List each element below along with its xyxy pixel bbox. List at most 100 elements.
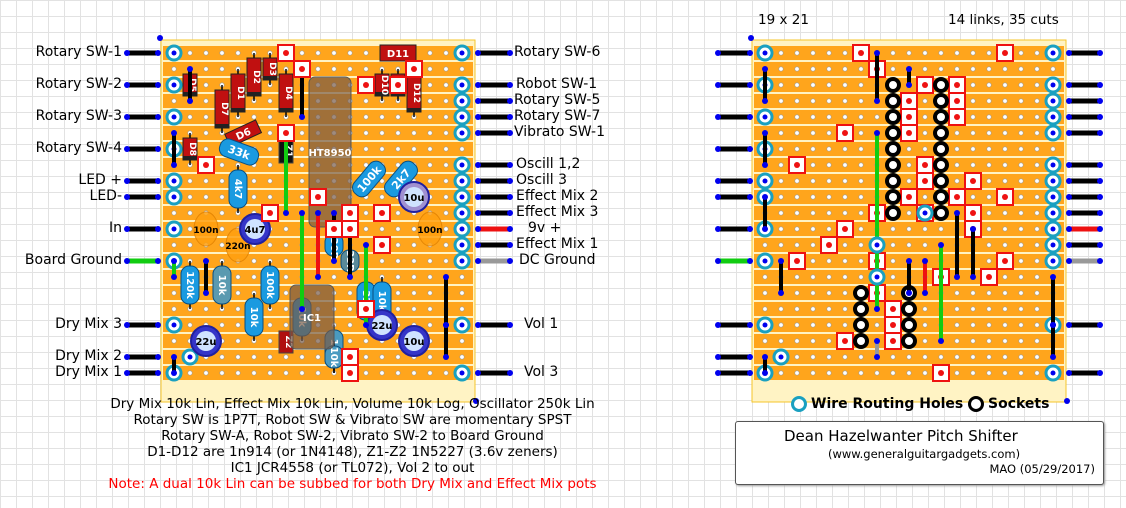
wire-end (1097, 114, 1103, 120)
left-board-hole (203, 178, 209, 184)
right-board-hole (842, 242, 848, 248)
right-board-hole (1034, 50, 1040, 56)
wire-end (747, 50, 753, 56)
left-board-hole (299, 178, 305, 184)
wire-hole-dot (1050, 178, 1056, 184)
right-board-hole (986, 82, 992, 88)
left-board-hole (363, 210, 369, 216)
left-board-hole (203, 306, 209, 312)
left-board-hole (395, 210, 401, 216)
left-board-hole (443, 210, 449, 216)
left-board-hole (187, 194, 193, 200)
left-board-hole (411, 370, 417, 376)
note-line-1: Dry Mix 10k Lin, Effect Mix 10k Lin, Vol… (110, 396, 595, 412)
link-end (874, 354, 880, 360)
right-board-hole (890, 242, 896, 248)
left-board-hole (283, 306, 289, 312)
left-board-hole (443, 178, 449, 184)
wire-end (155, 258, 161, 264)
left-board-hole (363, 66, 369, 72)
left-board-hole (299, 194, 305, 200)
right-board-hole (970, 98, 976, 104)
left-board-hole (235, 338, 241, 344)
right-board-hole (794, 242, 800, 248)
left-board-hole (235, 322, 241, 328)
note-line-2: Rotary SW is 1P7T, Robot SW & Vibrato SW… (133, 412, 572, 428)
right-board-hole (874, 322, 880, 328)
link-end (922, 290, 928, 296)
right-board-hole (1002, 114, 1008, 120)
wire-end (155, 178, 161, 184)
right-board-hole (922, 370, 928, 376)
right-board-hole (826, 226, 832, 232)
left-board-hole (347, 290, 353, 296)
track-cut-dot (283, 130, 289, 136)
left-board-hole (283, 242, 289, 248)
wire-end (747, 226, 753, 232)
right-board-hole (1018, 146, 1024, 152)
right-board-hole (858, 98, 864, 104)
left-board-hole (379, 226, 385, 232)
wire-end (507, 226, 513, 232)
link-end (762, 130, 768, 136)
wire-hole-dot (1050, 114, 1056, 120)
socket (933, 77, 949, 93)
track-cut-dot (1002, 258, 1008, 264)
link-end (906, 258, 912, 264)
track-cut-dot (842, 226, 848, 232)
right-board-hole (826, 114, 832, 120)
right-board-hole (826, 322, 832, 328)
left-board-hole (443, 146, 449, 152)
right-board-hole (1034, 210, 1040, 216)
left-board-hole (427, 354, 433, 360)
socket (933, 141, 949, 157)
diode-label: D11 (387, 49, 409, 60)
track-cut-dot (363, 306, 369, 312)
wire-end (155, 322, 161, 328)
track-cut-dot (379, 242, 385, 248)
title-box: Dean Hazelwanter Pitch Shifter (www.gene… (735, 421, 1104, 485)
link-end (331, 258, 337, 264)
wire-hole-dot (459, 178, 465, 184)
note-line-3: Rotary SW-A, Robot SW-2, Vibrato SW-2 to… (161, 428, 544, 444)
right-label: DC Ground (519, 252, 596, 268)
wire-hole-dot (762, 322, 768, 328)
left-board-hole (395, 290, 401, 296)
right-board-hole (890, 226, 896, 232)
left-board-hole (187, 322, 193, 328)
track-cut-dot (363, 82, 369, 88)
right-board-hole (810, 194, 816, 200)
wire-hole-dot (171, 82, 177, 88)
wire-hole-dot (459, 242, 465, 248)
left-board-hole (203, 130, 209, 136)
left-board-hole (219, 50, 225, 56)
right-board-hole (858, 226, 864, 232)
wire-hole-dot (1050, 242, 1056, 248)
right-board-hole (906, 226, 912, 232)
wire-hole-dot (1050, 82, 1056, 88)
right-board-hole (906, 146, 912, 152)
link-end (762, 354, 768, 360)
right-board-hole (1002, 162, 1008, 168)
wire-end (507, 370, 513, 376)
wire-end (1066, 194, 1072, 200)
socket-icon (968, 396, 984, 412)
left-board-hole (267, 194, 273, 200)
left-board-hole (411, 274, 417, 280)
left-board-hole (363, 130, 369, 136)
left-label: LED + (78, 172, 122, 188)
right-board-hole (794, 178, 800, 184)
right-board-hole (922, 306, 928, 312)
right-board-hole (1018, 290, 1024, 296)
right-board-hole (986, 322, 992, 328)
wire-end (747, 178, 753, 184)
wire-end (507, 210, 513, 216)
wire-end (507, 242, 513, 248)
left-board-hole (395, 162, 401, 168)
left-board-hole (235, 290, 241, 296)
right-board-hole (922, 226, 928, 232)
wire-end (475, 242, 481, 248)
cap-label: 100n (417, 226, 442, 236)
left-board-hole (427, 50, 433, 56)
right-board-hole (1034, 82, 1040, 88)
